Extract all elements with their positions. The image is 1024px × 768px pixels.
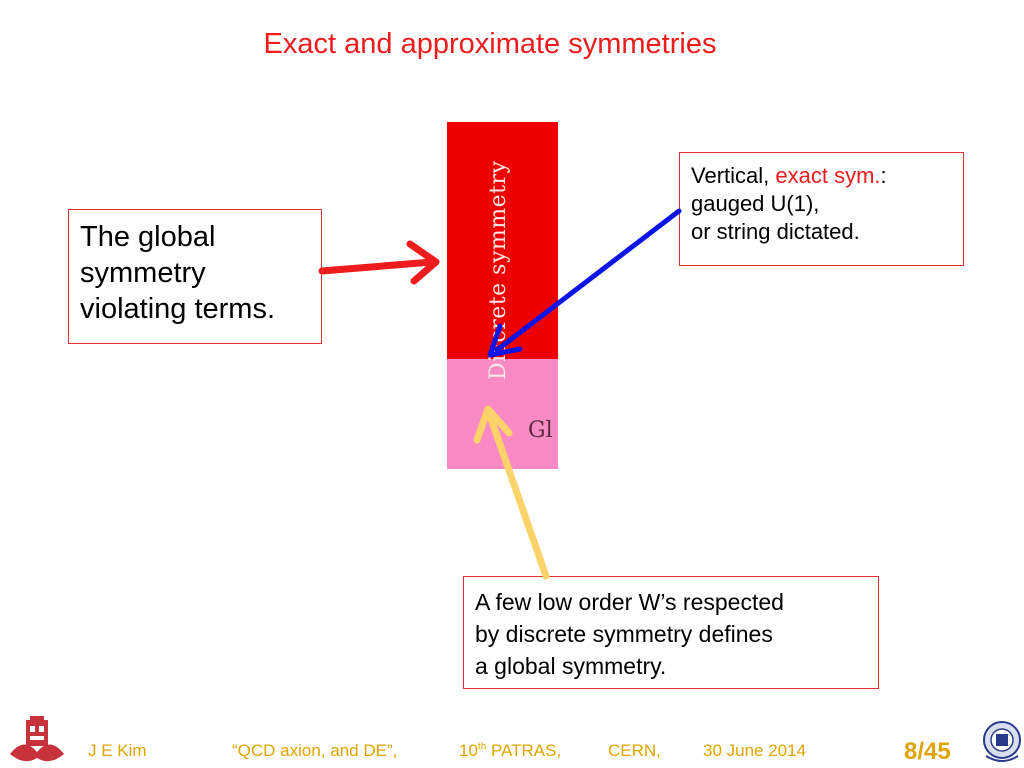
low-order-w-line: A few low order W’s respected: [475, 589, 784, 615]
footer-conference: 10th PATRAS,: [459, 741, 561, 761]
page-number: 8/45: [904, 738, 951, 765]
exact-sym-text: exact sym.: [775, 163, 881, 188]
slide-title: Exact and approximate symmetries: [263, 28, 717, 60]
conference-ordinal: th: [477, 741, 487, 753]
low-order-w-line: a global symmetry.: [475, 653, 667, 679]
university-seal-logo-right-icon: [983, 721, 1021, 762]
yellow-arrow-icon: [473, 405, 550, 580]
exact-symmetry-box: Vertical, exact sym.: gauged U(1), or st…: [679, 152, 964, 266]
violating-terms-line: symmetry: [80, 257, 206, 289]
conference-name: PATRAS,: [486, 741, 562, 760]
low-order-w-box: A few low order W’s respected by discret…: [463, 576, 879, 689]
violating-terms-line: The global: [80, 221, 216, 253]
global-symmetry-label: Gl: [528, 418, 553, 443]
blue-arrow-icon: [487, 208, 682, 358]
violating-terms-line: violating terms.: [80, 293, 276, 325]
exact-symmetry-line: Vertical, exact sym.:: [691, 162, 963, 190]
footer-venue: CERN,: [608, 741, 661, 760]
exact-symmetry-line: gauged U(1),: [691, 191, 820, 216]
red-arrow-icon: [318, 240, 440, 285]
footer-author: J E Kim: [88, 741, 147, 760]
footer-talk-title: “QCD axion, and DE”,: [232, 741, 398, 760]
vertical-text: Vertical,: [691, 163, 776, 188]
conference-number: 10: [459, 741, 478, 760]
violating-terms-box: The global symmetry violating terms.: [68, 209, 322, 344]
footer-date: 30 June 2014: [703, 741, 807, 760]
colon-text: :: [880, 163, 887, 188]
exact-symmetry-line: or string dictated.: [691, 219, 860, 244]
university-seal-logo-left-icon: [10, 716, 64, 762]
low-order-w-line: by discrete symmetry defines: [475, 621, 773, 647]
